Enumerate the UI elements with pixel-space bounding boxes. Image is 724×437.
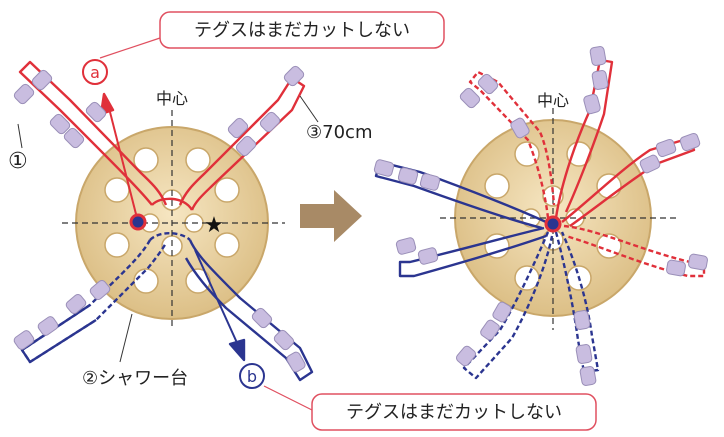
center-label-right: 中心 (537, 91, 569, 110)
marker-b-label: b (247, 367, 257, 386)
label-three: ③70cm (306, 122, 372, 143)
callout-bottom-text: テグスはまだカットしない (346, 402, 562, 423)
star-icon: ★ (204, 213, 224, 238)
center-label-left: 中心 (156, 89, 188, 108)
marker-a (82, 59, 108, 85)
right-diagram: 中心 (372, 45, 709, 387)
center-crosshair (62, 110, 285, 330)
center-knot (129, 213, 147, 231)
callout-top-text: テグスはまだカットしない (194, 20, 410, 41)
center-knot-right (544, 215, 562, 233)
label-two: ②シャワー台 (82, 368, 188, 389)
callout-top: テグスはまだカットしない (99, 11, 445, 59)
left-diagram: ★ 中心 ① ③70cm ②シャワー台 a b (8, 59, 372, 389)
right-arrow-icon (300, 190, 362, 242)
marker-b (239, 363, 265, 389)
callout-bottom: テグスはまだカットしない (263, 385, 597, 431)
label-one: ① (8, 149, 28, 174)
marker-a-label: a (90, 63, 100, 82)
